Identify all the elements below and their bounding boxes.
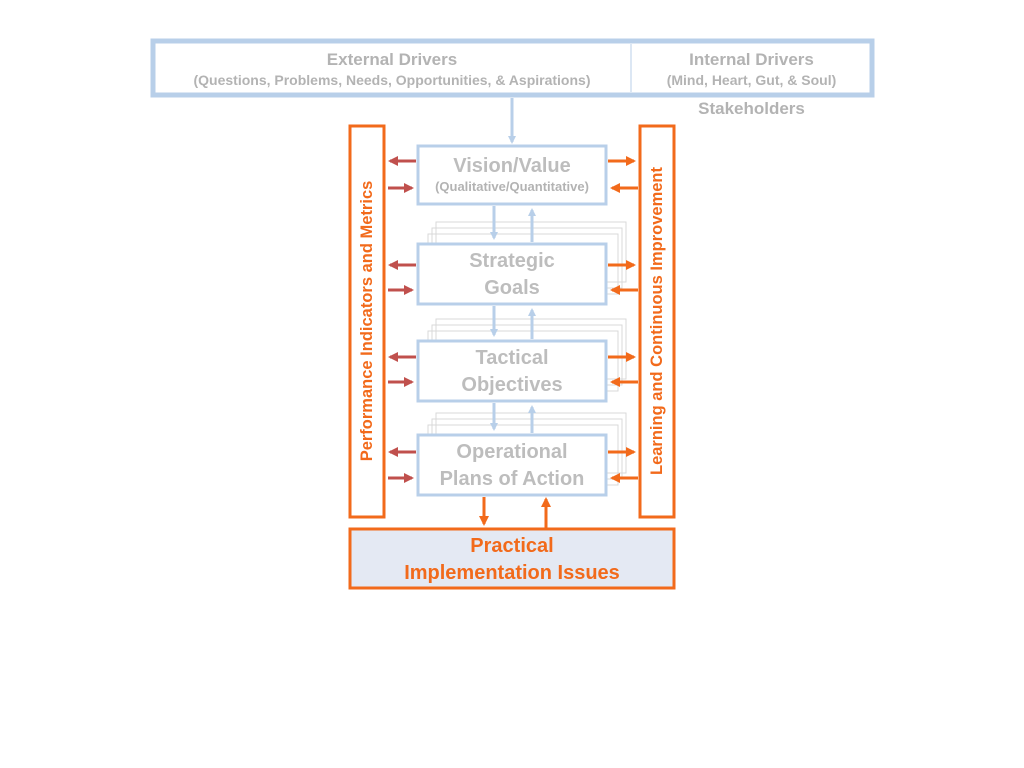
external-drivers-subtitle: (Questions, Problems, Needs, Opportuniti… xyxy=(193,72,591,88)
stage-strategic: Strategic Goals xyxy=(418,248,606,302)
stage-vision: Vision/Value (Qualitative/Quantitative) xyxy=(418,154,606,195)
practical-box xyxy=(348,527,676,590)
stage-strategic-line2: Goals xyxy=(484,277,540,299)
internal-drivers-title: Internal Drivers xyxy=(689,50,814,69)
right-arrows xyxy=(608,156,638,483)
practical-arrows xyxy=(479,497,551,528)
left-panel-frame xyxy=(348,124,386,519)
external-drivers-title: External Drivers xyxy=(326,50,458,69)
stage-box-strategic xyxy=(416,242,608,306)
stage-operational-line2: Plans of Action xyxy=(439,468,585,490)
stage-box-tactical xyxy=(416,339,608,403)
learning-improvement-label: Learning and Continuous Improvement xyxy=(648,167,666,476)
practical-line1: Practical xyxy=(470,535,554,557)
internal-drivers-subtitle: (Mind, Heart, Gut, & Soul) xyxy=(666,72,837,88)
stage-connectors xyxy=(490,206,536,433)
stage-vision-subtitle: (Qualitative/Quantitative) xyxy=(435,179,589,194)
stage-box-operational xyxy=(416,433,608,497)
performance-indicators-label: Performance Indicators and Metrics xyxy=(358,180,376,462)
stage-tactical-line2: Objectives xyxy=(461,374,563,396)
stage-tactical-line1: Tactical xyxy=(475,347,549,369)
stage-operational: Operational Plans of Action xyxy=(418,439,606,493)
stakeholders-label: Stakeholders xyxy=(698,99,805,118)
drivers-box xyxy=(150,38,875,98)
left-arrows xyxy=(388,156,416,483)
stage-operational-line1: Operational xyxy=(456,441,568,463)
practical-issues: Practical Implementation Issues xyxy=(350,533,674,587)
stage-box-vision xyxy=(416,144,608,206)
stage-tactical: Tactical Objectives xyxy=(418,345,606,399)
right-panel-frame xyxy=(638,124,676,519)
practical-line2: Implementation Issues xyxy=(404,562,620,584)
stage-vision-title: Vision/Value xyxy=(453,155,571,177)
stage-strategic-line1: Strategic xyxy=(469,250,555,272)
